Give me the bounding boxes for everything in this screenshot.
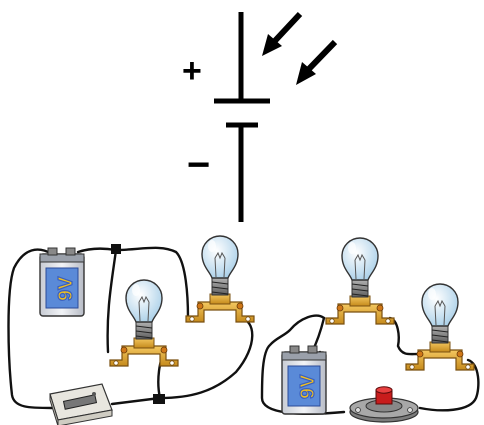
wire-clip <box>111 244 121 254</box>
light-bulb-icon <box>405 283 475 371</box>
right-circuit: 9V <box>260 237 480 423</box>
light-bulb-icon <box>325 237 395 325</box>
push-button-icon <box>349 386 419 423</box>
light-arrow-icon <box>262 11 303 56</box>
light-arrow-icon <box>296 39 338 85</box>
light-bulb-icon <box>109 279 179 367</box>
battery-schematic-symbol: + − <box>182 11 338 222</box>
battery-voltage-label: 9V <box>55 276 77 301</box>
battery-voltage-label: 9V <box>297 374 319 399</box>
left-circuit-wires <box>7 246 254 410</box>
knife-switch-icon <box>49 383 113 425</box>
light-bulb-icon <box>185 235 255 323</box>
plus-sign: + <box>182 52 202 90</box>
battery-icon: 9V <box>281 345 327 415</box>
minus-sign: − <box>187 143 210 187</box>
left-circuit: 9V <box>7 235 255 425</box>
battery-icon: 9V <box>39 247 85 317</box>
wire-clip <box>153 394 165 404</box>
